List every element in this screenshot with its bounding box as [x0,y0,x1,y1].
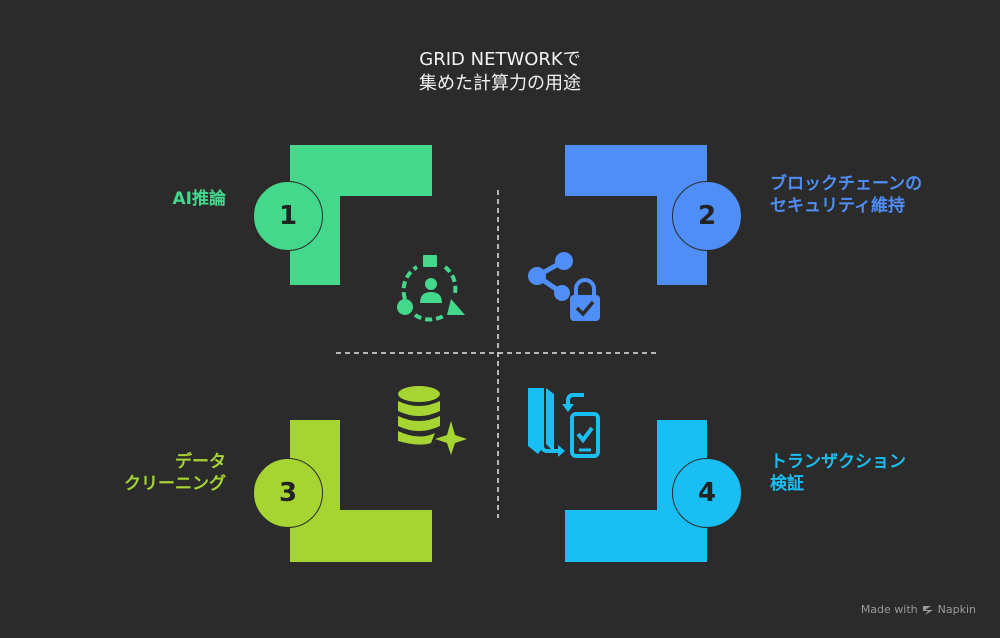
item-1-number: 1 [278,201,298,231]
item-4-label-line-2: 検証 [770,474,804,494]
quadrant-3-shape [290,420,432,562]
item-3-label: データ クリーニング [124,451,226,495]
transaction-verify-icon [528,388,600,458]
item-3-label-line-1: データ [175,452,226,472]
footer-text: Made with [860,603,918,616]
item-4-label-line-1: トランザクション [770,452,906,472]
item-2-label-line-2: セキュリティ維持 [770,196,905,216]
ai-network-icon [397,255,465,322]
item-3-number-circle: 3 [253,458,323,528]
quadrant-1-shape [290,145,432,285]
database-sparkle-icon [398,386,467,455]
footer-brand: Napkin [937,603,976,616]
item-2-number-circle: 2 [672,181,742,251]
item-3-number: 3 [278,478,298,508]
item-2-number: 2 [697,201,717,231]
item-1-label: AI推論 [173,188,226,210]
diagram-title: GRID NETWORKで 集めた計算力の用途 [0,48,1000,96]
item-2-label: ブロックチェーンの セキュリティ維持 [770,173,922,217]
title-line-2: 集めた計算力の用途 [419,73,581,94]
item-4-number: 4 [697,478,717,508]
item-2-label-line-1: ブロックチェーンの [770,174,923,194]
quadrant-2-shape [565,145,707,285]
item-1-number-circle: 1 [253,181,323,251]
napkin-logo-icon [922,605,933,615]
title-line-1: GRID NETWORKで [419,49,581,70]
item-1-label-line-1: AI推論 [172,189,226,209]
made-with-napkin-footer[interactable]: Made with Napkin [861,603,976,616]
item-4-label: トランザクション 検証 [770,451,906,495]
item-3-label-line-2: クリーニング [124,474,226,494]
item-4-number-circle: 4 [672,458,742,528]
share-lock-icon [528,252,600,321]
quadrant-4-shape [565,420,707,562]
